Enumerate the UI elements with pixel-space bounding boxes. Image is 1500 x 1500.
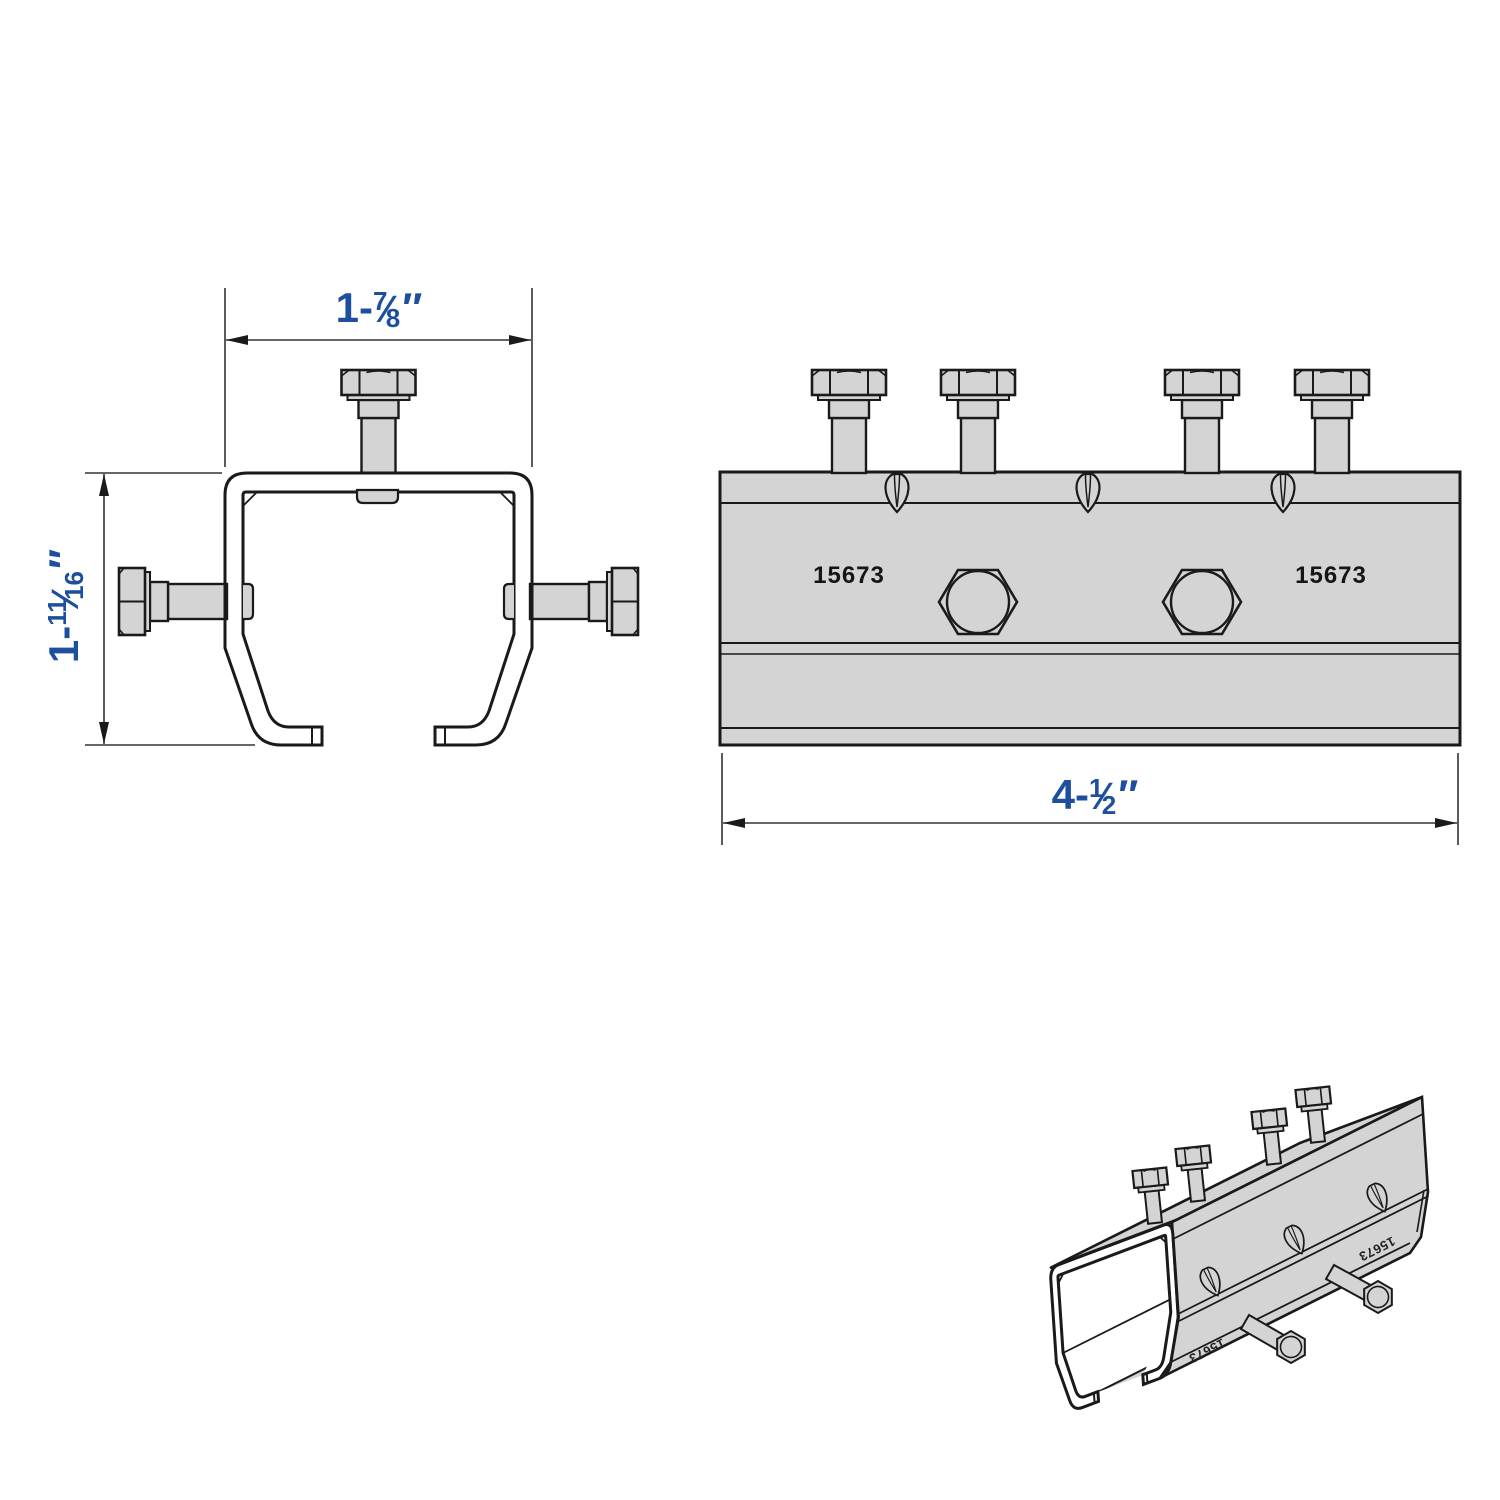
arrow-down	[99, 722, 109, 744]
dim-height-denominator: 16	[59, 570, 89, 600]
dim-width-denominator: 8	[385, 303, 401, 333]
front-right-bolt	[528, 566, 640, 637]
channel-interior	[1058, 1235, 1171, 1392]
dim-width-whole: 1	[335, 284, 359, 331]
dim-height-whole: 1	[40, 639, 87, 664]
fraction-slash: ⁄	[1099, 776, 1106, 818]
dim-length-unit: ″	[1118, 771, 1139, 818]
iso-side-bolt-2	[1324, 1263, 1400, 1318]
dim-length-whole: 4	[1051, 771, 1075, 818]
dimension-height-label: 1-11⁄16″	[40, 548, 89, 664]
dim-height-sep: -	[40, 625, 87, 640]
side-view: 15673 15673	[718, 368, 1462, 845]
height-dimension	[85, 472, 255, 746]
arrow-left	[226, 335, 248, 345]
dimension-width-label: 1-7⁄8″	[335, 284, 423, 333]
bolt-tips	[243, 488, 514, 621]
side-view-bolt-1	[810, 368, 888, 475]
fraction-slash: ⁄	[383, 289, 390, 331]
part-number-stamp-left: 15673	[813, 562, 885, 589]
arrow-up	[99, 474, 109, 496]
dim-width-numerator: 7	[372, 286, 388, 316]
dim-length-numerator: 1	[1088, 773, 1104, 803]
arrow-right	[1435, 818, 1457, 828]
splice-body	[718, 470, 1462, 747]
c-channel-profile	[223, 471, 534, 747]
side-view-bolt-3	[1163, 368, 1241, 475]
side-view-bolt-4	[1293, 368, 1371, 475]
dim-height-numerator: 11	[42, 598, 72, 626]
iso-side-bolt-1	[1239, 1313, 1313, 1368]
part-number-stamp-right: 15673	[1295, 562, 1367, 589]
dim-height-unit: ″	[40, 548, 87, 569]
isometric-view: 15673 15673	[1049, 1085, 1430, 1417]
dim-length-denominator: 2	[1101, 790, 1117, 820]
front-view	[85, 288, 640, 747]
arrow-left	[723, 818, 745, 828]
dim-width-unit: ″	[402, 284, 423, 331]
front-left-bolt	[117, 566, 229, 637]
dimension-length-label: 4-1⁄2″	[1051, 771, 1139, 820]
arrow-right	[509, 335, 531, 345]
side-view-bolt-2	[939, 368, 1017, 475]
dim-length-sep: -	[1074, 771, 1089, 818]
width-dimension	[224, 288, 533, 467]
length-dimension	[721, 753, 1459, 845]
front-top-bolt	[340, 368, 417, 475]
dim-width-sep: -	[358, 284, 373, 331]
